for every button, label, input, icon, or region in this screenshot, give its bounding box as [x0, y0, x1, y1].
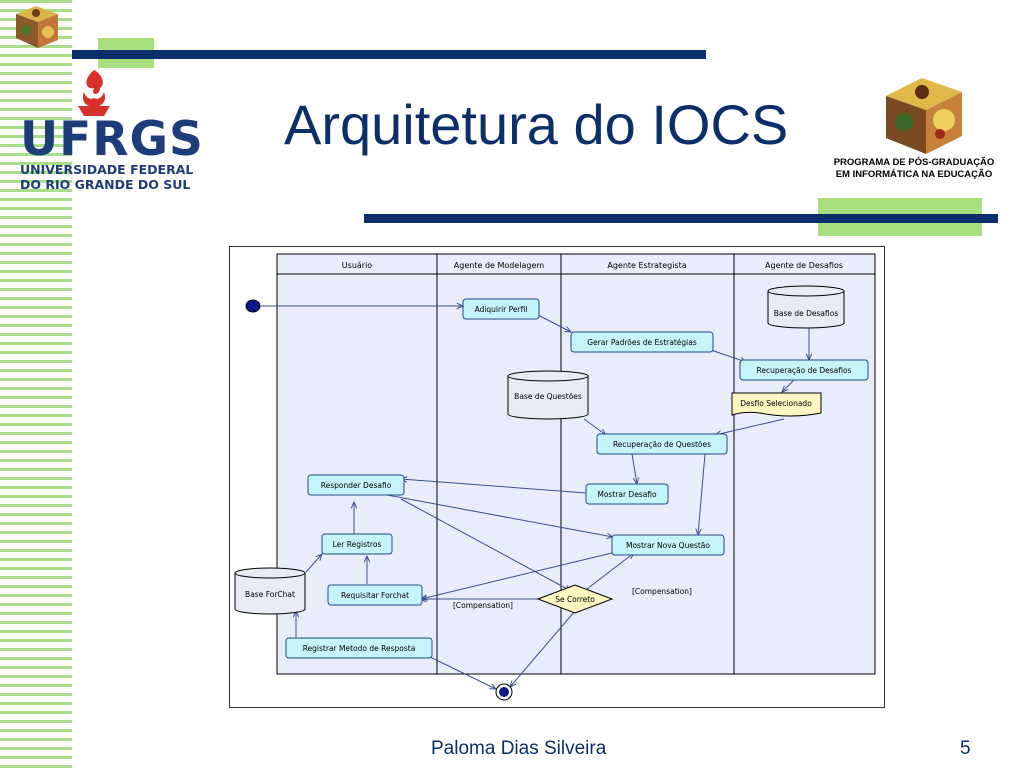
lane-header-estrategista: Agente Estrategista [607, 261, 686, 270]
activity-label: Registrar Metodo de Resposta [303, 644, 416, 653]
datastore-base-questoes: Base de Questões [507, 370, 589, 420]
end-node-inner [499, 687, 509, 697]
activity-label: Requisitar Forchat [341, 591, 409, 600]
activity-label: Recuperação de Questões [613, 440, 711, 449]
activity-mostrar-nova-questao: Mostrar Nova Questão [611, 534, 725, 556]
activity-adquirir-perfil: Adiquirir Perfil [462, 298, 540, 320]
activity-ler-registros: Ler Registros [321, 533, 393, 555]
program-name: PROGRAMA DE PÓS-GRADUAÇÃO EM INFORMÁTICA… [826, 157, 1002, 181]
top-rule [72, 50, 706, 59]
activity-label: Adiquirir Perfil [475, 305, 528, 314]
activity-mostrar-desafio: Mostrar Desafio [585, 483, 669, 505]
cube-logo-icon [16, 6, 58, 48]
activity-recuperacao-questoes: Recuperação de Questões [596, 433, 728, 455]
flame-logo-icon [78, 70, 110, 116]
datastore-label: Base de Questões [514, 392, 582, 401]
guard-label-left: [Compensation] [453, 601, 513, 610]
note-desafio-selecionado: Desfio Selecionado [731, 392, 822, 417]
edges [261, 306, 809, 689]
lane-header-desafios: Agente de Desafios [765, 261, 843, 270]
activity-diagram: Usuário Agente de Modelagem Agente Estra… [229, 246, 885, 708]
title-rule [364, 214, 998, 223]
university-name-line2: DO RIO GRANDE DO SUL [20, 177, 191, 192]
activity-diagram-canvas: Usuário Agente de Modelagem Agente Estra… [234, 253, 876, 701]
activity-label: Mostrar Nova Questão [626, 541, 710, 550]
datastore-label: Base ForChat [245, 590, 295, 599]
program-cube-icon [886, 78, 962, 154]
note-label: Desfio Selecionado [740, 399, 812, 408]
datastore-base-desafios: Base de Desafios [767, 285, 845, 329]
activity-label: Mostrar Desafio [597, 490, 657, 499]
ufrgs-logo-text: UFRGS [20, 112, 204, 167]
decision-se-correto: Se Correto [536, 584, 614, 614]
activity-label: Gerar Padrões de Estratégias [587, 338, 697, 347]
page-number: 5 [960, 738, 971, 759]
guard-label-right: [Compensation] [632, 587, 692, 596]
slide-title: Arquitetura do IOCS [284, 93, 789, 156]
program-line2: EM INFORMÁTICA NA EDUCAÇÃO [835, 169, 993, 180]
university-name-line1: UNIVERSIDADE FEDERAL [20, 162, 194, 177]
datastore-label: Base de Desafios [774, 309, 839, 318]
activity-recuperacao-desafios: Recuperação de Desafios [739, 359, 869, 381]
start-node [245, 299, 261, 313]
activity-label: Ler Registros [333, 540, 382, 549]
decision-label: Se Correto [555, 595, 595, 604]
activity-label: Recuperação de Desafios [757, 366, 852, 375]
lane-header-modelagem: Agente de Modelagem [454, 261, 545, 270]
activity-requisitar-forchat: Requisitar Forchat [327, 584, 423, 606]
activity-label: Responder Desafio [321, 481, 392, 490]
decorative-stripes [0, 0, 72, 768]
lane-header-usuario: Usuário [342, 261, 373, 270]
program-line1: PROGRAMA DE PÓS-GRADUAÇÃO [833, 157, 995, 168]
activity-gerar-padroes: Gerar Padrões de Estratégias [570, 331, 714, 353]
activity-responder-desafio: Responder Desafio [307, 474, 405, 496]
datastore-base-forchat: Base ForChat [234, 567, 306, 615]
activity-registrar-metodo: Registrar Metodo de Resposta [285, 637, 433, 659]
footer-author: Paloma Dias Silveira [431, 738, 607, 759]
